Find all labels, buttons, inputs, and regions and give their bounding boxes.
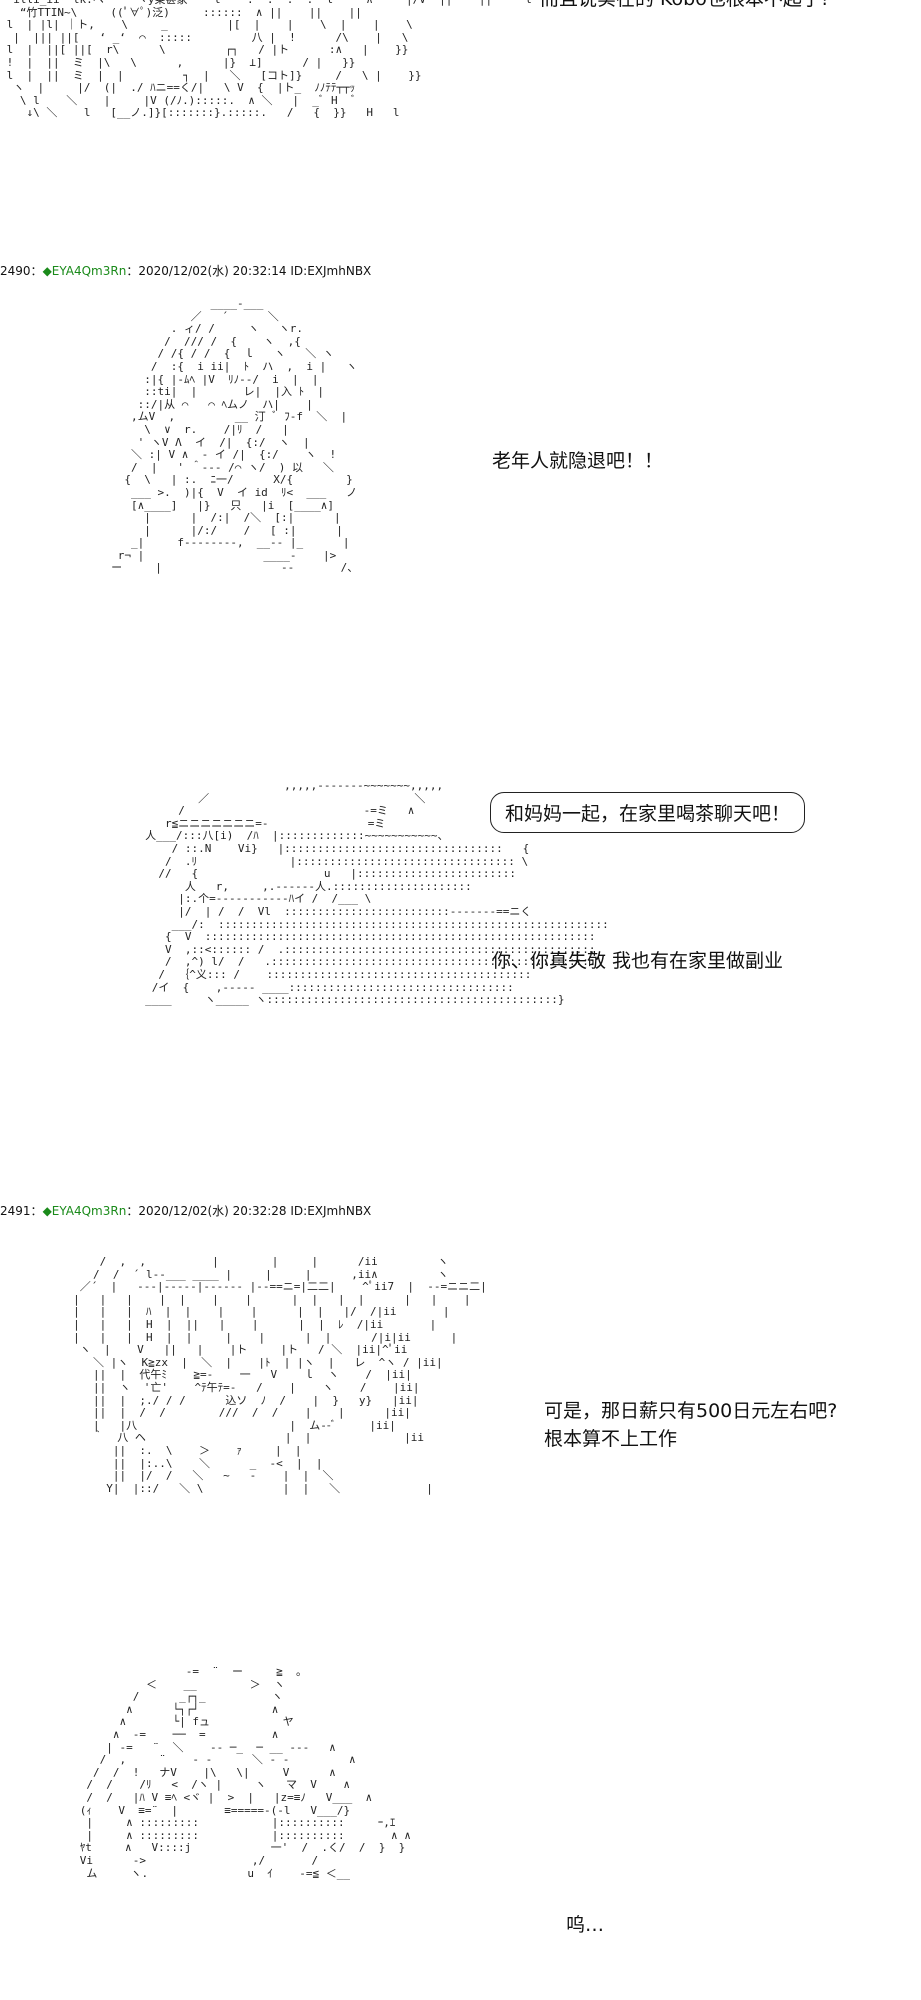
- post-separator: ：: [30, 1204, 43, 1218]
- post-meta: ：2020/12/02(水) 20:32:28 ID:EXJmhNBX: [126, 1204, 372, 1218]
- ascii-art: ____-___ ／ ´ ＼ . ィ/ / ヽ ヽr. / /// / { ヽ …: [111, 297, 359, 575]
- panel-3: 2491：◆EYA4Qm3Rn：2020/12/02(水) 20:32:28 I…: [0, 1202, 921, 1582]
- panel-1: 2490：◆EYA4Qm3Rn：2020/12/02(水) 20:32:14 I…: [0, 262, 921, 702]
- ascii-art: illi_ii' lk:ヘ ヽy乗甚家 l : : : : l ∧ |/V ||…: [6, 0, 532, 120]
- dialogue-line: 呜…: [566, 1914, 605, 1936]
- dialogue-line: 老年人就隐退吧！！: [492, 450, 664, 472]
- speech-bubble: 和妈妈一起，在家里喝茶聊天吧！: [490, 792, 806, 833]
- post-header: 2491：◆EYA4Qm3Rn：2020/12/02(水) 20:32:28 I…: [0, 1202, 371, 1219]
- ascii-art: -= ¨ ー ≧ 。 ＜ __ ＞ ヽ / _┌┐_ ヽ ∧ └┐┌┘ ∧ ∧ …: [79, 1665, 411, 1880]
- post-header: 2490：◆EYA4Qm3Rn：2020/12/02(水) 20:32:14 I…: [0, 262, 371, 279]
- post-meta: ：2020/12/02(水) 20:32:14 ID:EXJmhNBX: [126, 264, 372, 278]
- post-tripcode[interactable]: ◆EYA4Qm3Rn: [42, 1204, 127, 1218]
- ascii-art: ,,,,,-------~~~~~~~,,,,, ／ ＼ / -=ミ ∧ r≦ニ…: [145, 779, 609, 1007]
- dialogue-line: 你、你真失敬 我也有在家里做副业: [492, 950, 784, 972]
- ascii-art: / , , | | | /ii ヽ / / ´ l--___ ____ | | …: [73, 1255, 487, 1495]
- post-number: 2490: [0, 264, 31, 278]
- dialogue-line: 根本算不上工作: [544, 1428, 678, 1450]
- dialogue-line: 而且说实在的 Kobo也根本不起子!: [540, 0, 828, 13]
- post-tripcode[interactable]: ◆EYA4Qm3Rn: [42, 264, 127, 278]
- post-separator: ：: [30, 264, 43, 278]
- dialogue-line: 可是，那日薪只有500日元左右吧?: [544, 1400, 838, 1422]
- post-number: 2491: [0, 1204, 31, 1218]
- panel-4: -= ¨ ー ≧ 。 ＜ __ ＞ ヽ / _┌┐_ ヽ ∧ └┐┌┘ ∧ ∧ …: [0, 1665, 921, 2000]
- panel-2: ,,,,,-------~~~~~~~,,,,, ／ ＼ / -=ミ ∧ r≦ニ…: [0, 779, 921, 1140]
- panel-0: illi_ii' lk:ヘ ヽy乗甚家 l : : : : l ∧ |/V ||…: [0, 0, 921, 190]
